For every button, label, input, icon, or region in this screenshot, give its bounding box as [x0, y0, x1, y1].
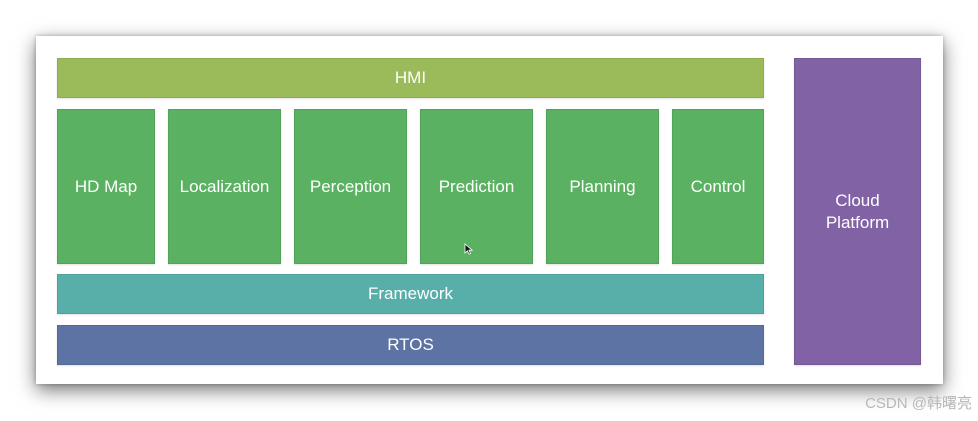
module-perception: Perception — [294, 109, 407, 264]
framework-layer: Framework — [57, 274, 764, 314]
module-localization: Localization — [168, 109, 281, 264]
mouse-pointer-icon — [464, 243, 474, 255]
cloud-platform-block: Cloud Platform — [794, 58, 921, 365]
architecture-slide: HMI HD Map Localization Perception Predi… — [36, 36, 943, 384]
cloud-label-line1: Cloud — [835, 190, 880, 210]
hmi-layer: HMI — [57, 58, 764, 98]
module-control: Control — [672, 109, 764, 264]
watermark-text: CSDN @韩曙亮 — [865, 395, 972, 412]
module-planning: Planning — [546, 109, 659, 264]
cloud-label-line2: Platform — [825, 212, 890, 232]
rtos-layer: RTOS — [57, 325, 764, 365]
module-prediction: Prediction — [420, 109, 533, 264]
module-hd-map: HD Map — [57, 109, 155, 264]
cloud-platform-label: Cloud Platform — [826, 190, 889, 234]
